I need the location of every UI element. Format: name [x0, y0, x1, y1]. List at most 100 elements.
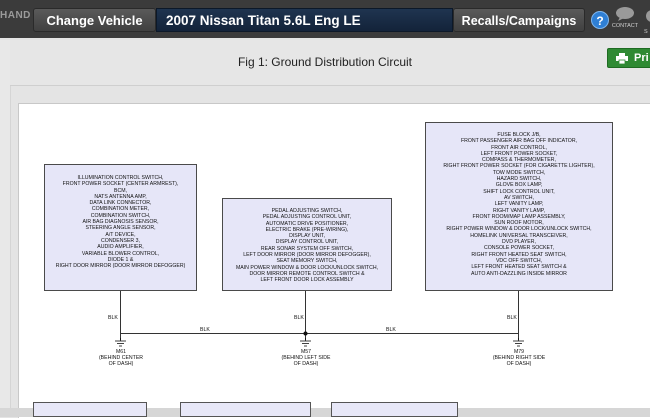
- component-name: STEERING ANGLE SENSOR,: [85, 225, 156, 232]
- component-name: DISPLAY CONTROL UNIT,: [275, 239, 339, 246]
- gear-icon: [646, 10, 650, 22]
- ground-symbol-icon: [300, 338, 311, 347]
- ground-location: (BEHIND RIGHT SIDE: [492, 355, 546, 362]
- ground-location: (BEHIND LEFT SIDE: [281, 355, 331, 362]
- component-name: LEFT FRONT DOOR LOCK ASSEMBLY: [260, 277, 354, 284]
- component-name: COMPASS & THERMOMETER,: [482, 157, 556, 164]
- component-name: FUSE BLOCK J/B,: [497, 132, 541, 138]
- component-name: VARIABLE BLOWER CONTROL,: [81, 250, 160, 257]
- component-name: DISPLAY UNIT,: [289, 233, 325, 240]
- component-name: RIGHT DOOR MIRROR (DOOR MIRROR DEFOGGER): [55, 263, 186, 270]
- component-name: COMBINATION METER,: [91, 206, 150, 213]
- component-name: FRONT AIR CONTROL,: [491, 144, 547, 151]
- component-name: SHIFT LOCK CONTROL UNIT,: [483, 188, 555, 195]
- component-name: AUDIO AMPLIFIER,: [97, 244, 144, 251]
- wire-left-vertical: [120, 291, 121, 340]
- component-name: LEFT VANITY LAMP,: [494, 201, 544, 208]
- component-name: A/T DEVICE,: [105, 231, 136, 238]
- wire-label-left: BLK: [108, 315, 118, 321]
- component-name: AUTOMATIC DRIVE POSITIONER,: [265, 220, 349, 227]
- vehicle-title: 2007 Nissan Titan 5.6L Eng LE: [156, 8, 453, 32]
- component-name: SUN ROOF MOTOR,: [494, 220, 544, 227]
- component-name: NATS ANTENNA AMP,: [94, 193, 147, 200]
- ground-symbol-icon: [115, 338, 126, 347]
- print-label: Pri: [634, 52, 649, 64]
- component-name: VDC OFF SWITCH,: [495, 257, 543, 264]
- ground-label-m61: M61 (BEHIND CENTER OF DASH): [88, 349, 154, 368]
- component-name: TOW MODE SWITCH,: [492, 169, 546, 176]
- component-box-right: FUSE BLOCK J/B,FRONT PASSENGER AIR BAG O…: [425, 122, 613, 291]
- component-name: DOOR MIRROR REMOTE CONTROL SWITCH &: [249, 270, 365, 277]
- printer-icon: [616, 53, 628, 64]
- component-box-center: PEDAL ADJUSTING SWITCH,PEDAL ADJUSTING C…: [222, 198, 392, 291]
- left-panel-edge: [0, 40, 11, 417]
- wire-label-jumper-right: BLK: [386, 327, 396, 333]
- component-name: DVD PLAYER,: [502, 239, 536, 246]
- component-box-partial: [33, 402, 147, 417]
- component-name: LEFT FRONT HEATED SEAT SWITCH &: [471, 264, 567, 271]
- component-name: SEAT MEMORY SWITCH,: [276, 258, 338, 265]
- component-name: DIODE 1 &: [107, 256, 134, 263]
- wire-left-center-jumper: [120, 333, 305, 334]
- ground-id: M57: [300, 349, 312, 355]
- figure-header: [10, 40, 650, 86]
- component-name: BCM,: [114, 187, 127, 194]
- settings-label: S: [644, 29, 648, 35]
- wire-center-right-jumper: [305, 333, 518, 334]
- wire-right-vertical: [518, 291, 519, 340]
- component-name: FRONT ROOM/MAP LAMP ASSEMBLY,: [472, 213, 566, 220]
- ground-id: M79: [513, 349, 525, 355]
- component-name: CONDENSER 3,: [101, 237, 140, 244]
- ground-location: (BEHIND CENTER: [98, 355, 144, 362]
- component-name: COMBINATION SWITCH,: [90, 212, 151, 219]
- print-button[interactable]: Pri: [607, 48, 650, 68]
- component-name: AV SWITCH,: [504, 194, 534, 201]
- wire-center-vertical: [305, 291, 306, 340]
- figure-title: Fig 1: Ground Distribution Circuit: [237, 55, 413, 69]
- ground-symbol-icon: [513, 338, 524, 347]
- wire-label-center: BLK: [294, 315, 304, 321]
- help-button[interactable]: ?: [591, 11, 609, 29]
- ground-location: OF DASH): [293, 361, 319, 368]
- component-name: GLOVE BOX LAMP,: [495, 182, 543, 189]
- top-bar: HAND Change Vehicle 2007 Nissan Titan 5.…: [0, 0, 650, 38]
- component-name: LEFT DOOR MIRROR (DOOR MIRROR DEFOGGER),: [243, 252, 371, 259]
- component-name: ELECTRIC BRAKE (PRE-WIRING),: [265, 226, 349, 233]
- settings-button[interactable]: S: [642, 6, 650, 36]
- component-name: RIGHT VANITY LAMP,: [492, 207, 546, 214]
- ground-label-m57: M57 (BEHIND LEFT SIDE OF DASH): [272, 349, 340, 368]
- component-name: MAIN POWER WINDOW & DOOR LOCK/UNLOCK SWI…: [235, 264, 379, 271]
- component-name: RIGHT POWER WINDOW & DOOR LOCK/UNLOCK SW…: [446, 226, 592, 233]
- component-name: DATA LINK CONNECTOR,: [89, 200, 152, 207]
- component-name: LEFT FRONT POWER SOCKET,: [480, 150, 558, 157]
- ground-label-m79: M79 (BEHIND RIGHT SIDE OF DASH): [484, 349, 554, 368]
- component-name: RIGHT FRONT POWER SOCKET (FOR CIGARETTE …: [443, 163, 595, 170]
- wire-label-jumper-left: BLK: [200, 327, 210, 333]
- component-name: RIGHT FRONT HEATED SEAT SWITCH,: [471, 251, 567, 258]
- component-box-partial: [180, 402, 311, 417]
- change-vehicle-button[interactable]: Change Vehicle: [33, 8, 156, 32]
- component-box-partial: [331, 402, 458, 417]
- contact-button[interactable]: CONTACT: [611, 6, 639, 36]
- component-name: PEDAL ADJUSTING SWITCH,: [271, 208, 343, 214]
- bottom-scroll-shade: [0, 408, 650, 417]
- recalls-campaigns-button[interactable]: Recalls/Campaigns: [453, 8, 585, 32]
- wire-label-right: BLK: [507, 315, 517, 321]
- junction-dot-center: [303, 331, 308, 336]
- component-name: CONSOLE POWER SOCKET,: [483, 245, 555, 252]
- component-name: HAZARD SWITCH,: [496, 176, 542, 183]
- component-name: HOMELINK UNIVERSAL TRANSCEIVER,: [470, 232, 568, 239]
- brand-fragment: HAND: [0, 10, 31, 21]
- component-name: PEDAL ADJUSTING CONTROL UNIT,: [262, 214, 352, 221]
- ground-id: M61: [115, 349, 127, 355]
- component-name: REAR SONAR SYSTEM OFF SWITCH,: [260, 245, 354, 252]
- component-name: ILLUMINATION CONTROL SWITCH,: [77, 175, 164, 181]
- component-name: FRONT PASSENGER AIR BAG OFF INDICATOR,: [460, 138, 578, 145]
- ground-location: OF DASH): [506, 361, 532, 368]
- chat-bubble-icon: [616, 7, 634, 21]
- contact-label: CONTACT: [611, 23, 639, 29]
- component-box-left: ILLUMINATION CONTROL SWITCH,FRONT POWER …: [44, 164, 197, 291]
- component-name: AIR BAG DIAGNOSIS SENSOR,: [82, 219, 159, 226]
- component-name: AUTO ANTI-DAZZLING INSIDE MIRROR: [471, 270, 567, 277]
- component-name: FRONT POWER SOCKET (CENTER ARMREST),: [62, 181, 179, 188]
